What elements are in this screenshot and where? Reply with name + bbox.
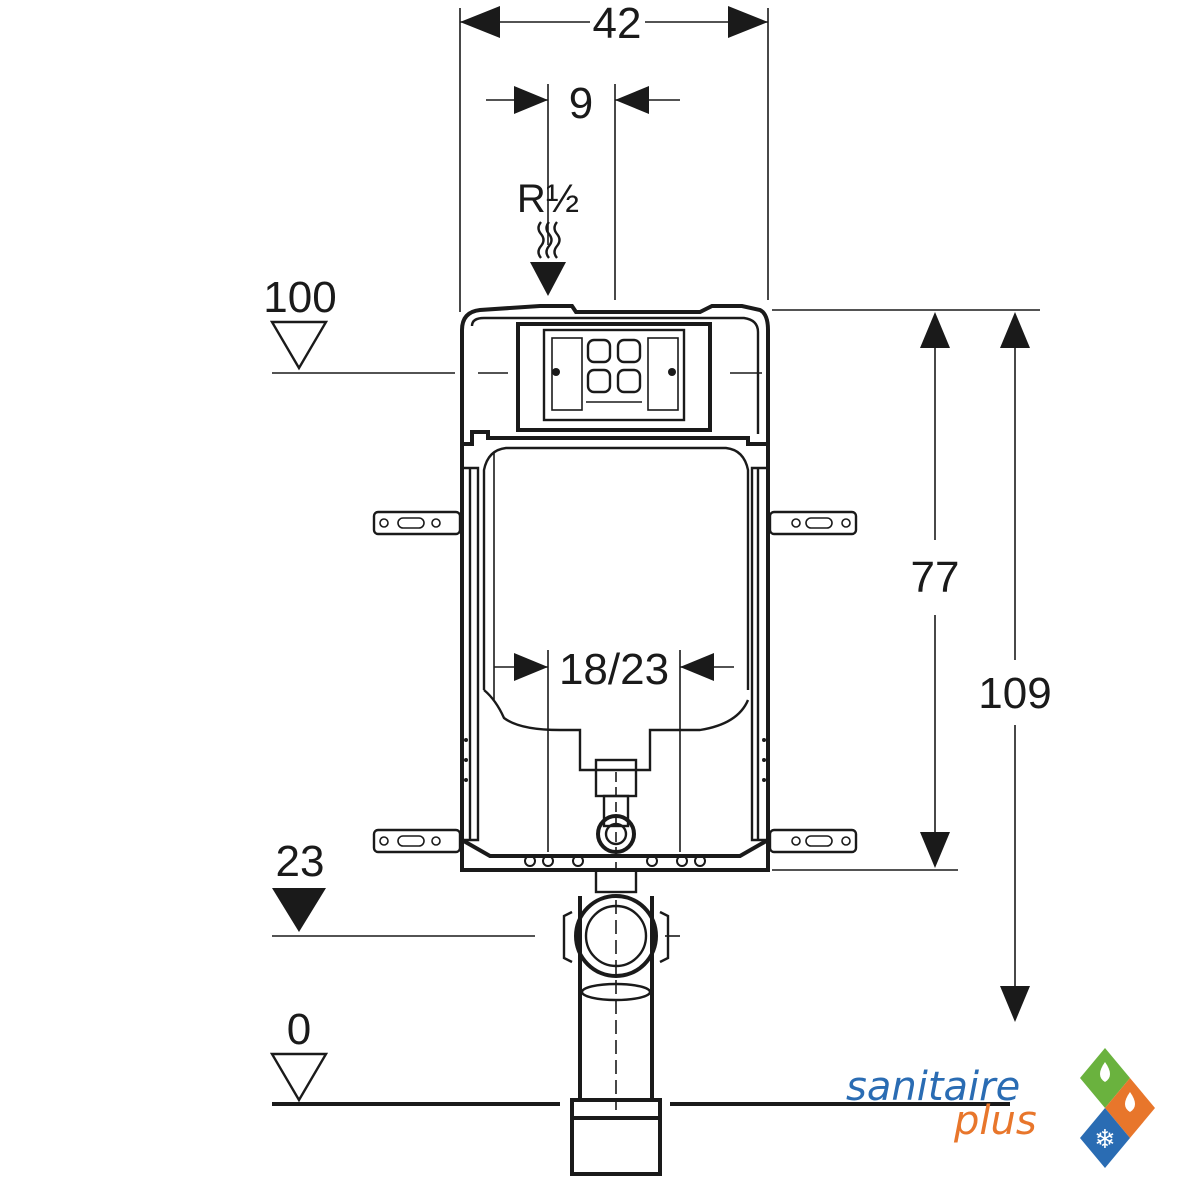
level-marker-top: 100 xyxy=(263,273,762,374)
level-floor-label: 0 xyxy=(287,1005,311,1054)
cistern-frame xyxy=(460,304,770,872)
svg-text:❄: ❄ xyxy=(1094,1125,1116,1155)
drop-icon: ❄ xyxy=(1080,1048,1155,1168)
level-marker-drain: 23 xyxy=(272,837,680,937)
level-drain-label: 23 xyxy=(276,837,325,886)
level-top-label: 100 xyxy=(263,273,336,322)
dim-width-offset-label: 9 xyxy=(569,79,593,128)
dim-width-offset: 9 xyxy=(486,79,680,300)
dim-width-total: 42 xyxy=(459,0,769,312)
dim-width-total-label: 42 xyxy=(593,0,642,48)
dim-height-total: 109 xyxy=(978,312,1052,1022)
dim-height-frame-label: 77 xyxy=(911,553,960,602)
flush-mechanism-icon xyxy=(586,329,642,403)
water-inlet-label: R½ xyxy=(517,177,579,221)
dim-height-frame: 77 xyxy=(911,312,960,868)
sanitaire-plus-logo: sanitaire plus ❄ xyxy=(846,1048,1155,1168)
drain-pipe xyxy=(562,868,670,1176)
dim-drain-width-label: 18/23 xyxy=(559,645,669,694)
logo-line2: plus xyxy=(953,1098,1037,1144)
mounting-bracket-right-lower xyxy=(768,828,858,854)
mounting-bracket-left-upper xyxy=(372,510,462,536)
dim-drain-width: 18/23 xyxy=(494,645,734,852)
level-marker-floor: 0 xyxy=(269,1005,1010,1106)
mounting-bracket-right-upper xyxy=(768,510,858,536)
mounting-bracket-left-lower xyxy=(372,828,462,854)
dim-height-total-label: 109 xyxy=(978,669,1051,718)
logo-line1: sanitaire xyxy=(846,1064,1020,1110)
water-inlet-indicator: R½ xyxy=(517,177,579,296)
